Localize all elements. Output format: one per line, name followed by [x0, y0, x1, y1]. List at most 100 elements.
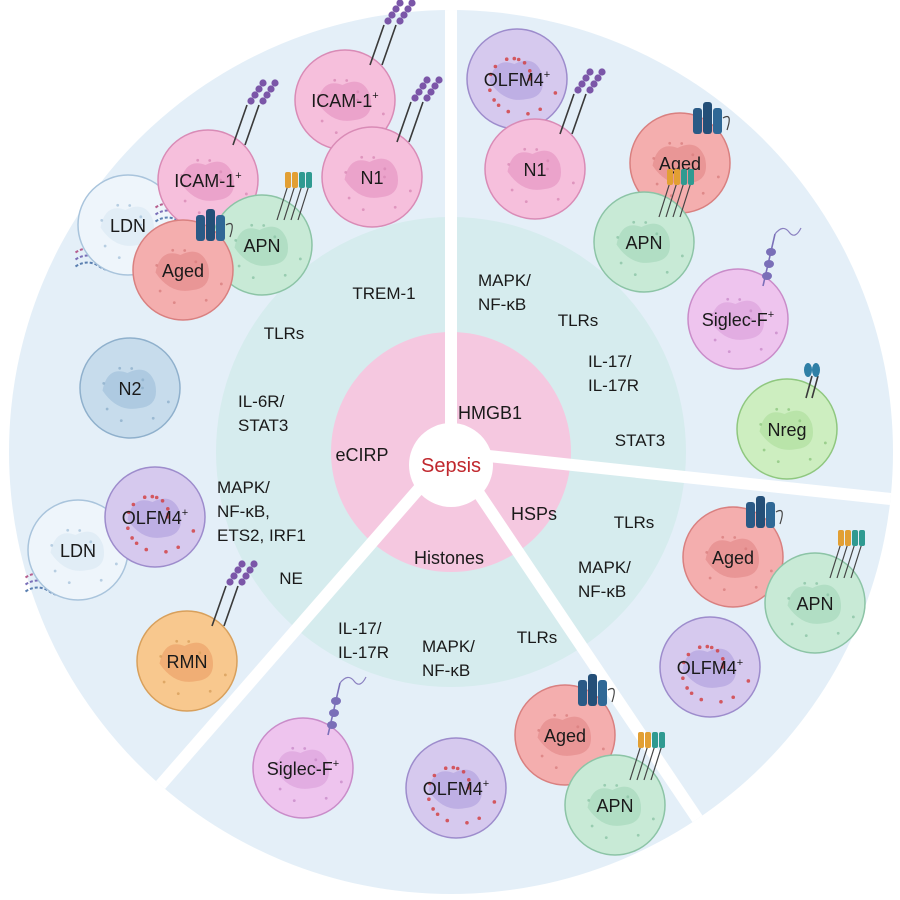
- pathway-tlrs-left: TLRs: [264, 324, 305, 343]
- cell-label: N1: [360, 168, 383, 188]
- pathway-tlrs-tr: TLRs: [558, 311, 599, 330]
- neutrophil-apn-b: APN: [564, 732, 666, 856]
- granule-icon: [705, 535, 773, 591]
- surface-receptor-icon: [369, 0, 416, 66]
- center-node: Sepsis: [409, 423, 493, 507]
- surface-receptor-icon: [658, 169, 694, 218]
- pathway-tlrs-b: TLRs: [517, 628, 558, 647]
- cell-label-text: ICAM-1: [174, 171, 235, 191]
- cell-label-superscript: +: [544, 69, 550, 81]
- cell-label-text: APN: [796, 594, 833, 614]
- cell-label-text: N1: [523, 160, 546, 180]
- pathway-il17-b: IL-17/: [338, 619, 382, 638]
- granule-icon: [155, 248, 223, 304]
- divider-right: [450, 446, 893, 506]
- cell-label: OLFM4+: [122, 507, 188, 528]
- cell-label-text: Siglec-F: [702, 310, 768, 330]
- core-labels: eCIRP HMGB1 HSPs Histones: [335, 403, 557, 568]
- surface-receptor-icon: [804, 363, 820, 399]
- cell-label-text: LDN: [60, 541, 96, 561]
- cell-label-text: APN: [596, 796, 633, 816]
- pathway-labels: TREM-1 TLRs IL-6R/ STAT3 MAPK/ NF-κB, ET…: [217, 271, 665, 680]
- cell-label-text: Aged: [162, 261, 204, 281]
- neutrophil-apn-left: APN: [211, 172, 313, 296]
- neutrophil-aged-left: Aged: [132, 209, 234, 321]
- cell-label-text: Nreg: [767, 420, 806, 440]
- cell-label: RMN: [167, 652, 208, 672]
- surface-receptor-icon: [276, 172, 312, 221]
- cell-label-text: APN: [625, 233, 662, 253]
- granule-icon: [587, 783, 655, 839]
- cell-label-superscript: +: [372, 90, 378, 102]
- cell-label-superscript: +: [737, 657, 743, 669]
- cell-label-superscript: +: [182, 507, 188, 519]
- cell-label: Nreg: [767, 420, 806, 440]
- cell-label: Siglec-F+: [267, 758, 339, 779]
- neutrophil-n1-left: N1: [321, 76, 443, 228]
- granule-icon: [652, 141, 720, 197]
- pathway-il6r: IL-6R/: [238, 392, 285, 411]
- granule-icon: [102, 366, 170, 422]
- surface-receptor-icon: [396, 76, 443, 143]
- cell-label: Siglec-F+: [702, 309, 774, 330]
- cell-label: OLFM4+: [423, 778, 489, 799]
- pathway-stat3-tr: STAT3: [615, 431, 665, 450]
- cell-label-text: N1: [360, 168, 383, 188]
- neutrophil-siglec-b: Siglec-F+: [252, 676, 367, 819]
- cell-label: ICAM-1+: [174, 170, 241, 191]
- surface-receptor-icon: [762, 227, 802, 287]
- neutrophil-olfm4-tr: OLFM4+: [466, 28, 568, 130]
- granule-icon: [344, 155, 412, 211]
- cell-label: APN: [796, 594, 833, 614]
- surface-receptor-icon: [211, 560, 258, 627]
- pathway-nfkb-tr: NF-κB: [478, 295, 526, 314]
- granule-icon: [616, 220, 684, 276]
- neutrophil-apn-tr: APN: [593, 169, 695, 293]
- granule-icon: [787, 581, 855, 637]
- cell-label: LDN: [60, 541, 96, 561]
- surface-receptor-icon: [196, 209, 233, 241]
- granule-icon: [159, 639, 227, 695]
- center-circle: [409, 423, 493, 507]
- pathway-mapk-left: MAPK/: [217, 478, 270, 497]
- neutrophil-n2: N2: [79, 337, 181, 439]
- granule-icon: [488, 56, 558, 116]
- granule-icon: [50, 528, 118, 584]
- pathway-nfkb-b: NF-κB: [422, 661, 470, 680]
- granule-icon: [507, 147, 575, 203]
- surface-receptor-icon: [327, 676, 367, 736]
- cell-label-superscript: +: [235, 170, 241, 182]
- cell-label-text: OLFM4: [484, 70, 544, 90]
- surface-receptor-icon: [559, 68, 606, 135]
- cell-label: APN: [596, 796, 633, 816]
- pathway-il17r-tr: IL-17R: [588, 376, 639, 395]
- granule-icon: [710, 297, 778, 353]
- center-label: Sepsis: [421, 455, 481, 477]
- cell-label-text: RMN: [167, 652, 208, 672]
- pathway-mapk-r: MAPK/: [578, 558, 631, 577]
- core-label-hsps: HSPs: [511, 504, 557, 524]
- pathway-il17r-b: IL-17R: [338, 643, 389, 662]
- neutrophil-icam-top: ICAM-1+: [294, 0, 416, 151]
- pathway-mapk-tr: MAPK/: [478, 271, 531, 290]
- cell-label: OLFM4+: [677, 657, 743, 678]
- surface-receptor-icon: [232, 79, 279, 146]
- pathway-trem1: TREM-1: [352, 284, 415, 303]
- pathway-stat3-left: STAT3: [238, 416, 288, 435]
- surface-receptor-icon: [578, 674, 615, 706]
- cell-label: ICAM-1+: [311, 90, 378, 111]
- cell-label-text: OLFM4: [423, 779, 483, 799]
- granule-icon: [427, 765, 497, 825]
- divider-bottom-left: [125, 448, 456, 824]
- pathway-ets2-irf1: ETS2, IRF1: [217, 526, 306, 545]
- cell-label: Aged: [544, 726, 586, 746]
- cell-label-superscript: +: [483, 778, 489, 790]
- cell-label-superscript: +: [768, 309, 774, 321]
- granule-icon: [681, 644, 751, 704]
- cell-label-text: Siglec-F: [267, 759, 333, 779]
- core-label-hmgb1: HMGB1: [458, 403, 522, 423]
- cell-label: OLFM4+: [484, 69, 550, 90]
- surface-receptor-icon: [746, 496, 783, 528]
- neutrophil-olfm4-r: OLFM4+: [659, 616, 761, 718]
- core-label-ecirp: eCIRP: [335, 445, 388, 465]
